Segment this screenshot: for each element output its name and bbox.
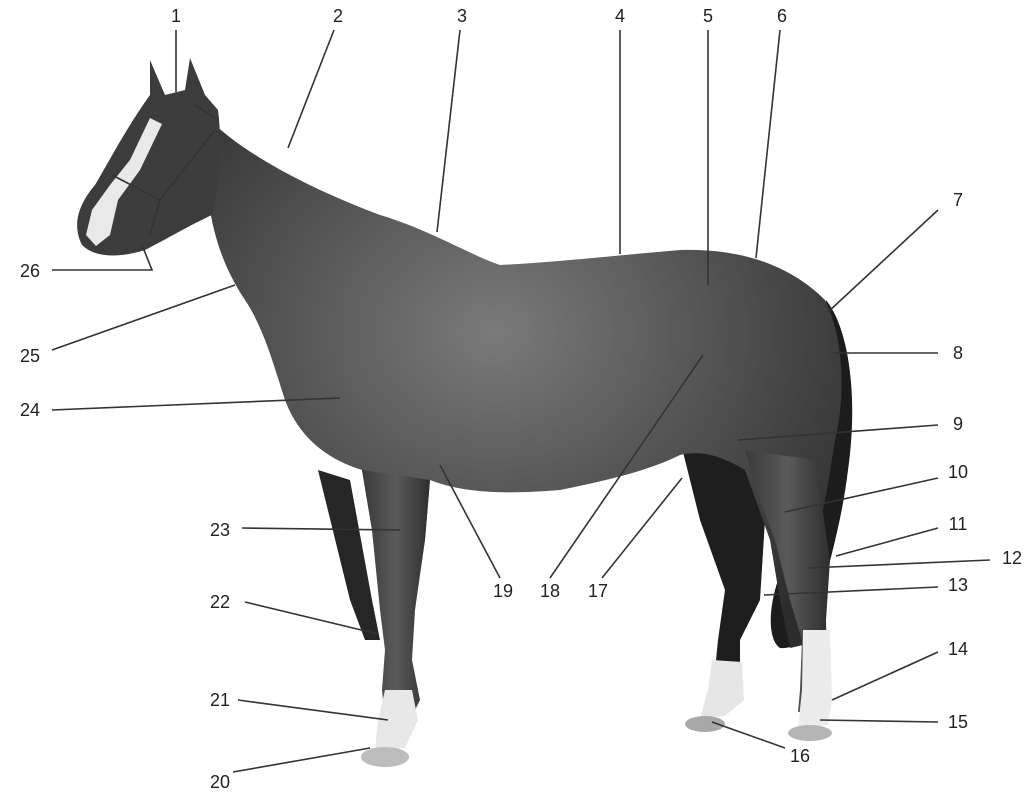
label-24: 24	[20, 400, 40, 420]
label-18: 18	[540, 581, 560, 601]
label-1: 1	[171, 6, 181, 26]
hind-sock	[798, 630, 832, 728]
leader-3	[437, 30, 460, 232]
far-hind-sock	[700, 660, 744, 718]
label-5: 5	[703, 6, 713, 26]
leader-25	[52, 285, 235, 350]
label-14: 14	[948, 639, 968, 659]
label-3: 3	[457, 6, 467, 26]
leader-12	[808, 560, 990, 568]
label-23: 23	[210, 520, 230, 540]
label-16: 16	[790, 746, 810, 766]
label-22: 22	[210, 592, 230, 612]
leader-6	[756, 30, 780, 258]
leader-2	[288, 30, 334, 148]
label-9: 9	[953, 414, 963, 434]
label-17: 17	[588, 581, 608, 601]
label-13: 13	[948, 575, 968, 595]
label-6: 6	[777, 6, 787, 26]
hind-hoof	[788, 725, 832, 741]
leader-14	[832, 652, 938, 700]
leader-15	[820, 720, 938, 722]
leader-21	[238, 700, 388, 720]
leader-20	[233, 748, 370, 772]
label-8: 8	[953, 343, 963, 363]
label-12: 12	[1002, 548, 1022, 568]
label-7: 7	[953, 190, 963, 210]
fore-hoof	[361, 747, 409, 767]
fore-sock	[375, 690, 418, 750]
label-15: 15	[948, 712, 968, 732]
label-19: 19	[493, 581, 513, 601]
label-25: 25	[20, 346, 40, 366]
label-26: 26	[20, 261, 40, 281]
label-21: 21	[210, 690, 230, 710]
near-foreleg	[362, 470, 430, 722]
leader-17	[602, 478, 682, 578]
leader-7	[828, 210, 938, 312]
label-20: 20	[210, 772, 230, 792]
horse-illustration	[77, 58, 852, 767]
label-11: 11	[949, 514, 968, 534]
leader-11	[836, 528, 938, 556]
label-2: 2	[333, 6, 343, 26]
leader-16	[712, 722, 785, 748]
label-10: 10	[948, 462, 968, 482]
label-4: 4	[615, 6, 625, 26]
